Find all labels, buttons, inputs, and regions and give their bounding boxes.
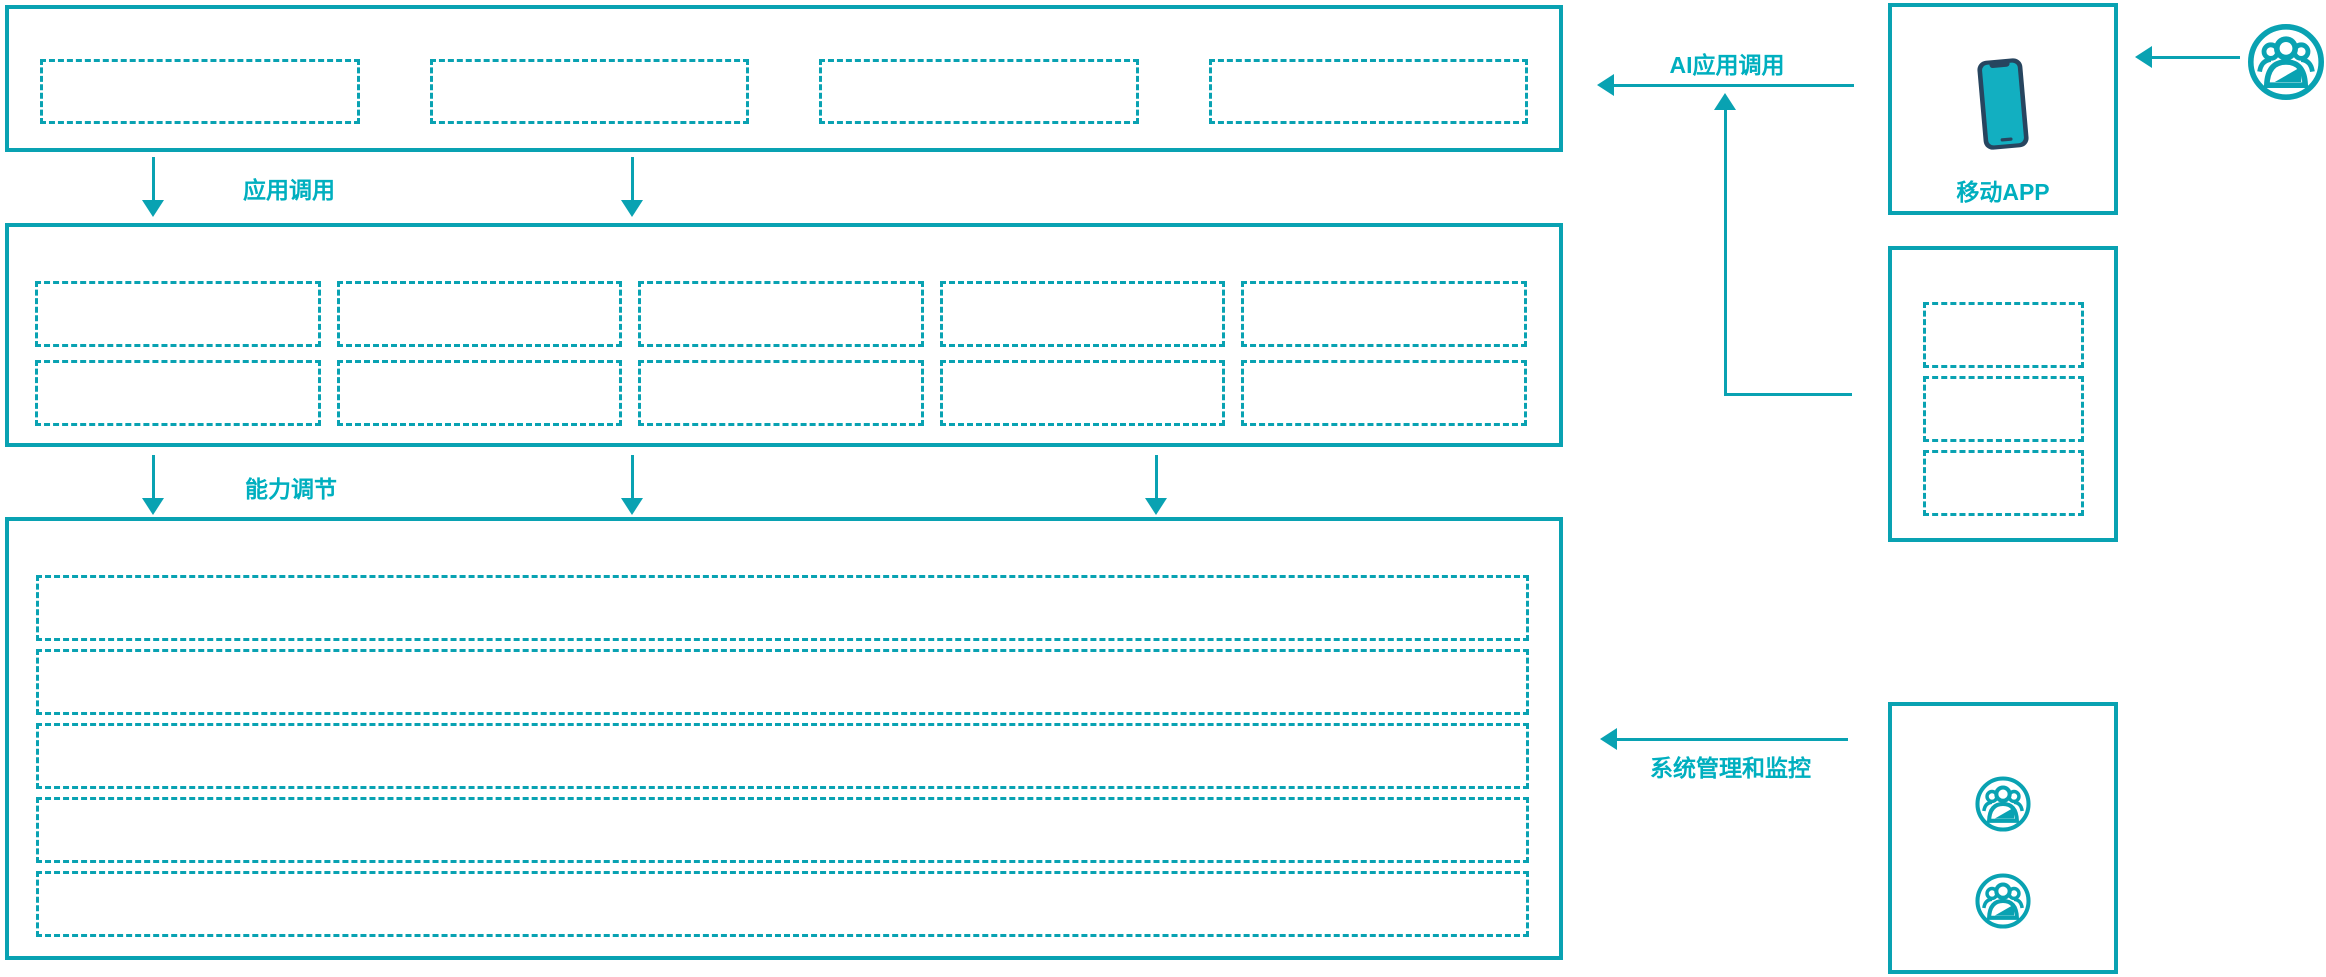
- platform-layer-panel: [5, 517, 1563, 960]
- arrow-line: [152, 455, 155, 499]
- placeholder-box: [429, 59, 749, 124]
- placeholder-box: [336, 281, 623, 347]
- capability-row: [35, 281, 1527, 347]
- users-icon: [1975, 873, 2031, 929]
- arrow-line: [152, 157, 155, 201]
- users-icon: [2248, 24, 2324, 100]
- arrow-line: [1155, 455, 1158, 499]
- placeholder-box: [819, 59, 1139, 124]
- capability-layer-panel: [5, 223, 1563, 447]
- placeholder-bar: [36, 797, 1529, 863]
- connector-line: [1724, 108, 1727, 396]
- arrow-left-icon: [2135, 46, 2152, 68]
- arrow-left-icon: [1597, 74, 1614, 96]
- arrow-line: [631, 157, 634, 201]
- users-icon: [1975, 776, 2031, 832]
- placeholder-bar: [36, 871, 1529, 937]
- placeholder-bar: [36, 649, 1529, 715]
- label-app-call: 应用调用: [243, 177, 335, 203]
- placeholder-box: [336, 360, 623, 426]
- arrow-down-icon: [142, 200, 164, 217]
- smartphone-icon: [1977, 58, 2029, 150]
- arrow-line: [631, 455, 634, 499]
- connector-line: [1724, 393, 1852, 396]
- arrow-down-icon: [142, 498, 164, 515]
- placeholder-box: [1923, 450, 2084, 516]
- app-layer-panel: [5, 5, 1563, 152]
- placeholder-bar: [36, 575, 1529, 641]
- arrow-left-icon: [1600, 728, 1617, 750]
- operator-panel: [1888, 702, 2118, 974]
- capability-row: [35, 360, 1527, 426]
- placeholder-box: [1241, 360, 1527, 426]
- arrow-down-icon: [621, 200, 643, 217]
- label-ai-app-call: AI应用调用: [1669, 52, 1785, 78]
- placeholder-box: [1208, 59, 1528, 124]
- arrow-line: [1616, 738, 1848, 741]
- placeholder-bar: [36, 723, 1529, 789]
- placeholder-box: [638, 360, 924, 426]
- placeholder-box: [1923, 302, 2084, 368]
- placeholder-box: [35, 281, 321, 347]
- placeholder-box: [1923, 376, 2084, 442]
- placeholder-box: [1241, 281, 1527, 347]
- placeholder-box: [939, 360, 1226, 426]
- arrow-line: [2152, 56, 2240, 59]
- arrow-down-icon: [621, 498, 643, 515]
- placeholder-box: [939, 281, 1226, 347]
- label-system-monitor: 系统管理和监控: [1650, 755, 1811, 781]
- label-capability-adjust: 能力调节: [245, 476, 337, 502]
- placeholder-box: [40, 59, 360, 124]
- arrow-up-icon: [1714, 93, 1736, 110]
- label-mobile-app: 移动APP: [1956, 179, 2050, 205]
- arrow-down-icon: [1145, 498, 1167, 515]
- placeholder-box: [35, 360, 321, 426]
- placeholder-box: [638, 281, 924, 347]
- service-panel: [1888, 246, 2118, 542]
- arrow-line: [1612, 84, 1854, 87]
